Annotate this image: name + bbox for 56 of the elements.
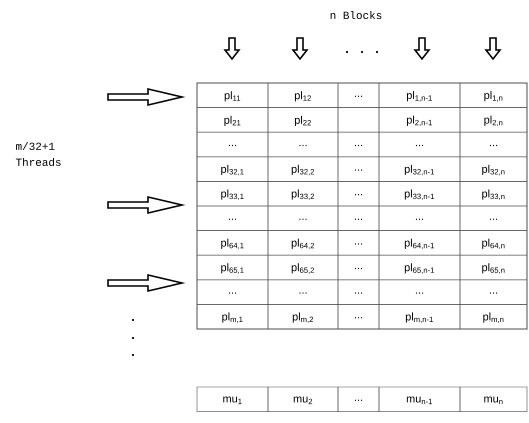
table-cell: mu$_{n-1}$ [378,386,460,412]
table-cell: mu$_{2}$ [268,386,338,412]
table-cell: pl$_{32,n-1}$ [378,156,460,182]
table-cell: pl$_{65,n-1}$ [378,254,460,280]
table-cell: pl$_{32,n}$ [460,156,528,182]
table-cell: pl$_{65,n}$ [460,254,528,280]
table-cell: ... [338,181,380,206]
table-cell: pl$_{1,n-1}$ [378,82,460,108]
table-cell: mu$_{n}$ [460,386,528,412]
table-cell: pl$_{2,n-1}$ [378,107,460,132]
table-cell: ... [196,132,268,158]
table-cell: ... [338,156,380,182]
table-cell: pl$_{33,n}$ [460,181,528,206]
table-cell: pl$_{65,2}$ [268,254,338,280]
table-cell: ... [338,206,380,231]
table-cell: mu$_{1}$ [196,386,268,412]
table-cell: pl$_{64,1}$ [196,230,268,256]
side-label: m/32+1 Threads [16,142,61,166]
table-cell: pl$_{21}$ [196,107,268,132]
table-cell: ... [378,132,460,158]
table-cell: pl$_{2,n}$ [460,107,528,132]
table-cell: pl$_{64,n-1}$ [378,230,460,256]
label: pl$_{11}$ [224,91,240,102]
table-cell: ... [338,386,380,412]
table-cell: ... [196,206,268,231]
table-cell: ... [268,280,338,305]
table-cell: ... [338,254,380,280]
table-cell: pl$_{32,1}$ [196,156,268,182]
table-cell: ... [460,280,528,305]
table-cell: pl$_{m,1}$ [196,304,268,330]
table-cell: ... [460,132,528,158]
table-cell: pl$_{22}$ [268,107,338,132]
table-cell: pl$_{33,1}$ [196,181,268,206]
table-cell: ... [268,206,338,231]
table-cell: pl$_{m,n}$ [460,304,528,330]
table-cell: ... [378,206,460,231]
table-cell: ... [378,280,460,305]
table-cell: pl$_{1,n}$ [460,82,528,108]
table-cell: pl$_{65,1}$ [196,254,268,280]
table-cell: pl$_{64,n}$ [460,230,528,256]
table-cell: pl$_{12}$ [268,82,338,108]
table-cell: ... [460,206,528,231]
table-cell: ... [196,280,268,305]
table-cell: pl$_{33,2}$ [268,181,338,206]
table-cell: pl$_{33,n-1}$ [378,181,460,206]
table-cell: ... [268,132,338,158]
table-cell: ... [338,304,380,330]
table-cell: pl$_{m,n-1}$ [378,304,460,330]
table-cell: ... [338,230,380,256]
table-cell: ... [338,132,380,158]
table-cell: pl$_{m,2}$ [268,304,338,330]
table-cell: ... [338,82,380,108]
table-cell: ... [338,280,380,305]
table-cell: pl$_{64,2}$ [268,230,338,256]
heading: n Blocks [330,10,382,20]
table-cell: pl$_{32,2}$ [268,156,338,182]
